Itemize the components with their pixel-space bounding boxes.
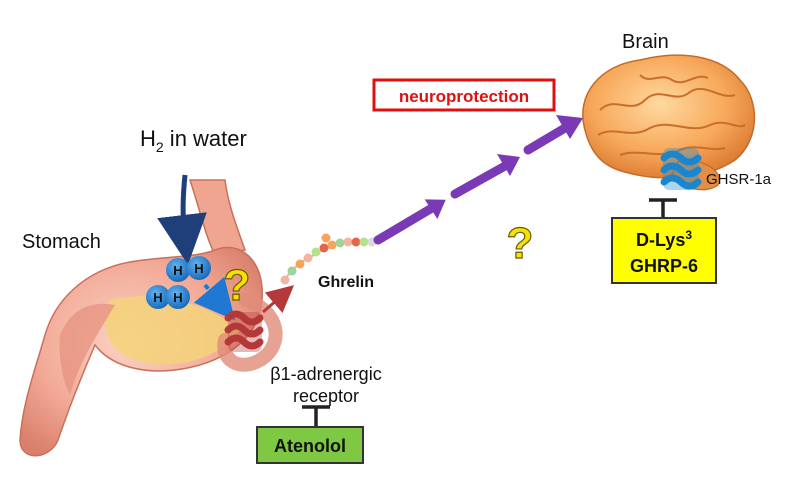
ghrelin-peptide-chain <box>280 233 377 285</box>
ghsr-receptor-icon <box>660 148 702 190</box>
stomach-label: Stomach <box>22 231 101 253</box>
receptor-to-ghrelin-arrow <box>262 285 295 314</box>
h2-in-water-label: H2 in water <box>140 126 247 155</box>
ghrelin-to-brain-arrow <box>373 115 583 245</box>
ghsr-label: GHSR-1a <box>706 171 772 188</box>
svg-text:D-Lys3: D-Lys3 <box>636 228 692 250</box>
ghsr-inhibitor-line <box>649 198 677 218</box>
h2-to-receptor-dashed-arrow <box>193 276 235 321</box>
atenolol-box: Atenolol <box>256 426 364 464</box>
svg-text:H: H <box>153 290 162 305</box>
beta1-receptor-label-line2: receptor <box>293 386 359 406</box>
h2-molecule-lower: H H <box>146 285 190 309</box>
neuroprotection-box: neuroprotection <box>372 78 556 112</box>
svg-text:H: H <box>173 263 182 278</box>
brain-illustration <box>582 54 756 191</box>
ghrelin-label: Ghrelin <box>318 274 374 291</box>
svg-text:H: H <box>173 290 182 305</box>
svg-text:Atenolol: Atenolol <box>274 436 346 456</box>
question-mark-middle: ? <box>507 219 534 268</box>
h2-molecule-upper: H H <box>166 256 211 282</box>
question-mark-stomach: ? <box>224 261 251 310</box>
h2-intake-arrow <box>157 174 207 265</box>
svg-text:neuroprotection: neuroprotection <box>399 87 529 106</box>
beta1-inhibitor-line <box>302 405 330 427</box>
beta1-receptor-icon <box>224 310 264 352</box>
beta1-receptor-label-line1: β1-adrenergic <box>270 364 381 384</box>
brain-label: Brain <box>622 31 669 53</box>
svg-text:H: H <box>194 261 203 276</box>
svg-text:GHRP-6: GHRP-6 <box>630 256 698 276</box>
dlys-ghrp6-box: D-Lys3 GHRP-6 <box>611 217 717 284</box>
